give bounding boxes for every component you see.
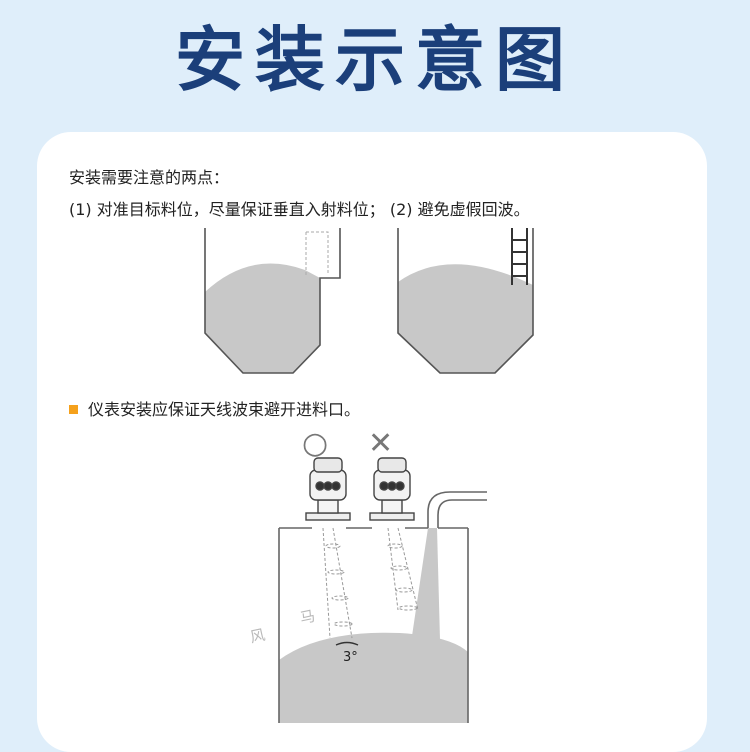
wrong-symbol-icon: ✕: [368, 426, 394, 461]
left-hopper: [204, 228, 341, 374]
inlet-stream: [412, 528, 440, 640]
hopper-diagrams: [204, 228, 534, 374]
angle-arc: [335, 641, 359, 646]
tank-diagram: [278, 457, 487, 723]
tank-outline: [278, 527, 469, 723]
beam-wrong: [387, 527, 419, 611]
correct-symbol-icon: ○: [302, 426, 329, 461]
radar-sensor-wrong: [369, 457, 415, 521]
beam-correct: [322, 527, 353, 639]
radar-sensor-correct: [305, 457, 351, 521]
section1-heading: 安装需要注意的两点：: [69, 168, 230, 187]
orange-bullet-icon: [69, 405, 78, 414]
material-surface: [279, 632, 468, 723]
angle-label: 3°: [343, 650, 358, 665]
section2-note: 仪表安装应保证天线波束避开进料口。: [88, 400, 361, 419]
ladder-icon: [511, 228, 528, 285]
page-title: 安装示意图: [175, 19, 575, 101]
section1-points: (1) 对准目标料位，尽量保证垂直入射料位； (2) 避免虚假回波。: [69, 200, 530, 219]
inlet-pipe: [427, 491, 487, 528]
right-hopper: [397, 228, 534, 374]
